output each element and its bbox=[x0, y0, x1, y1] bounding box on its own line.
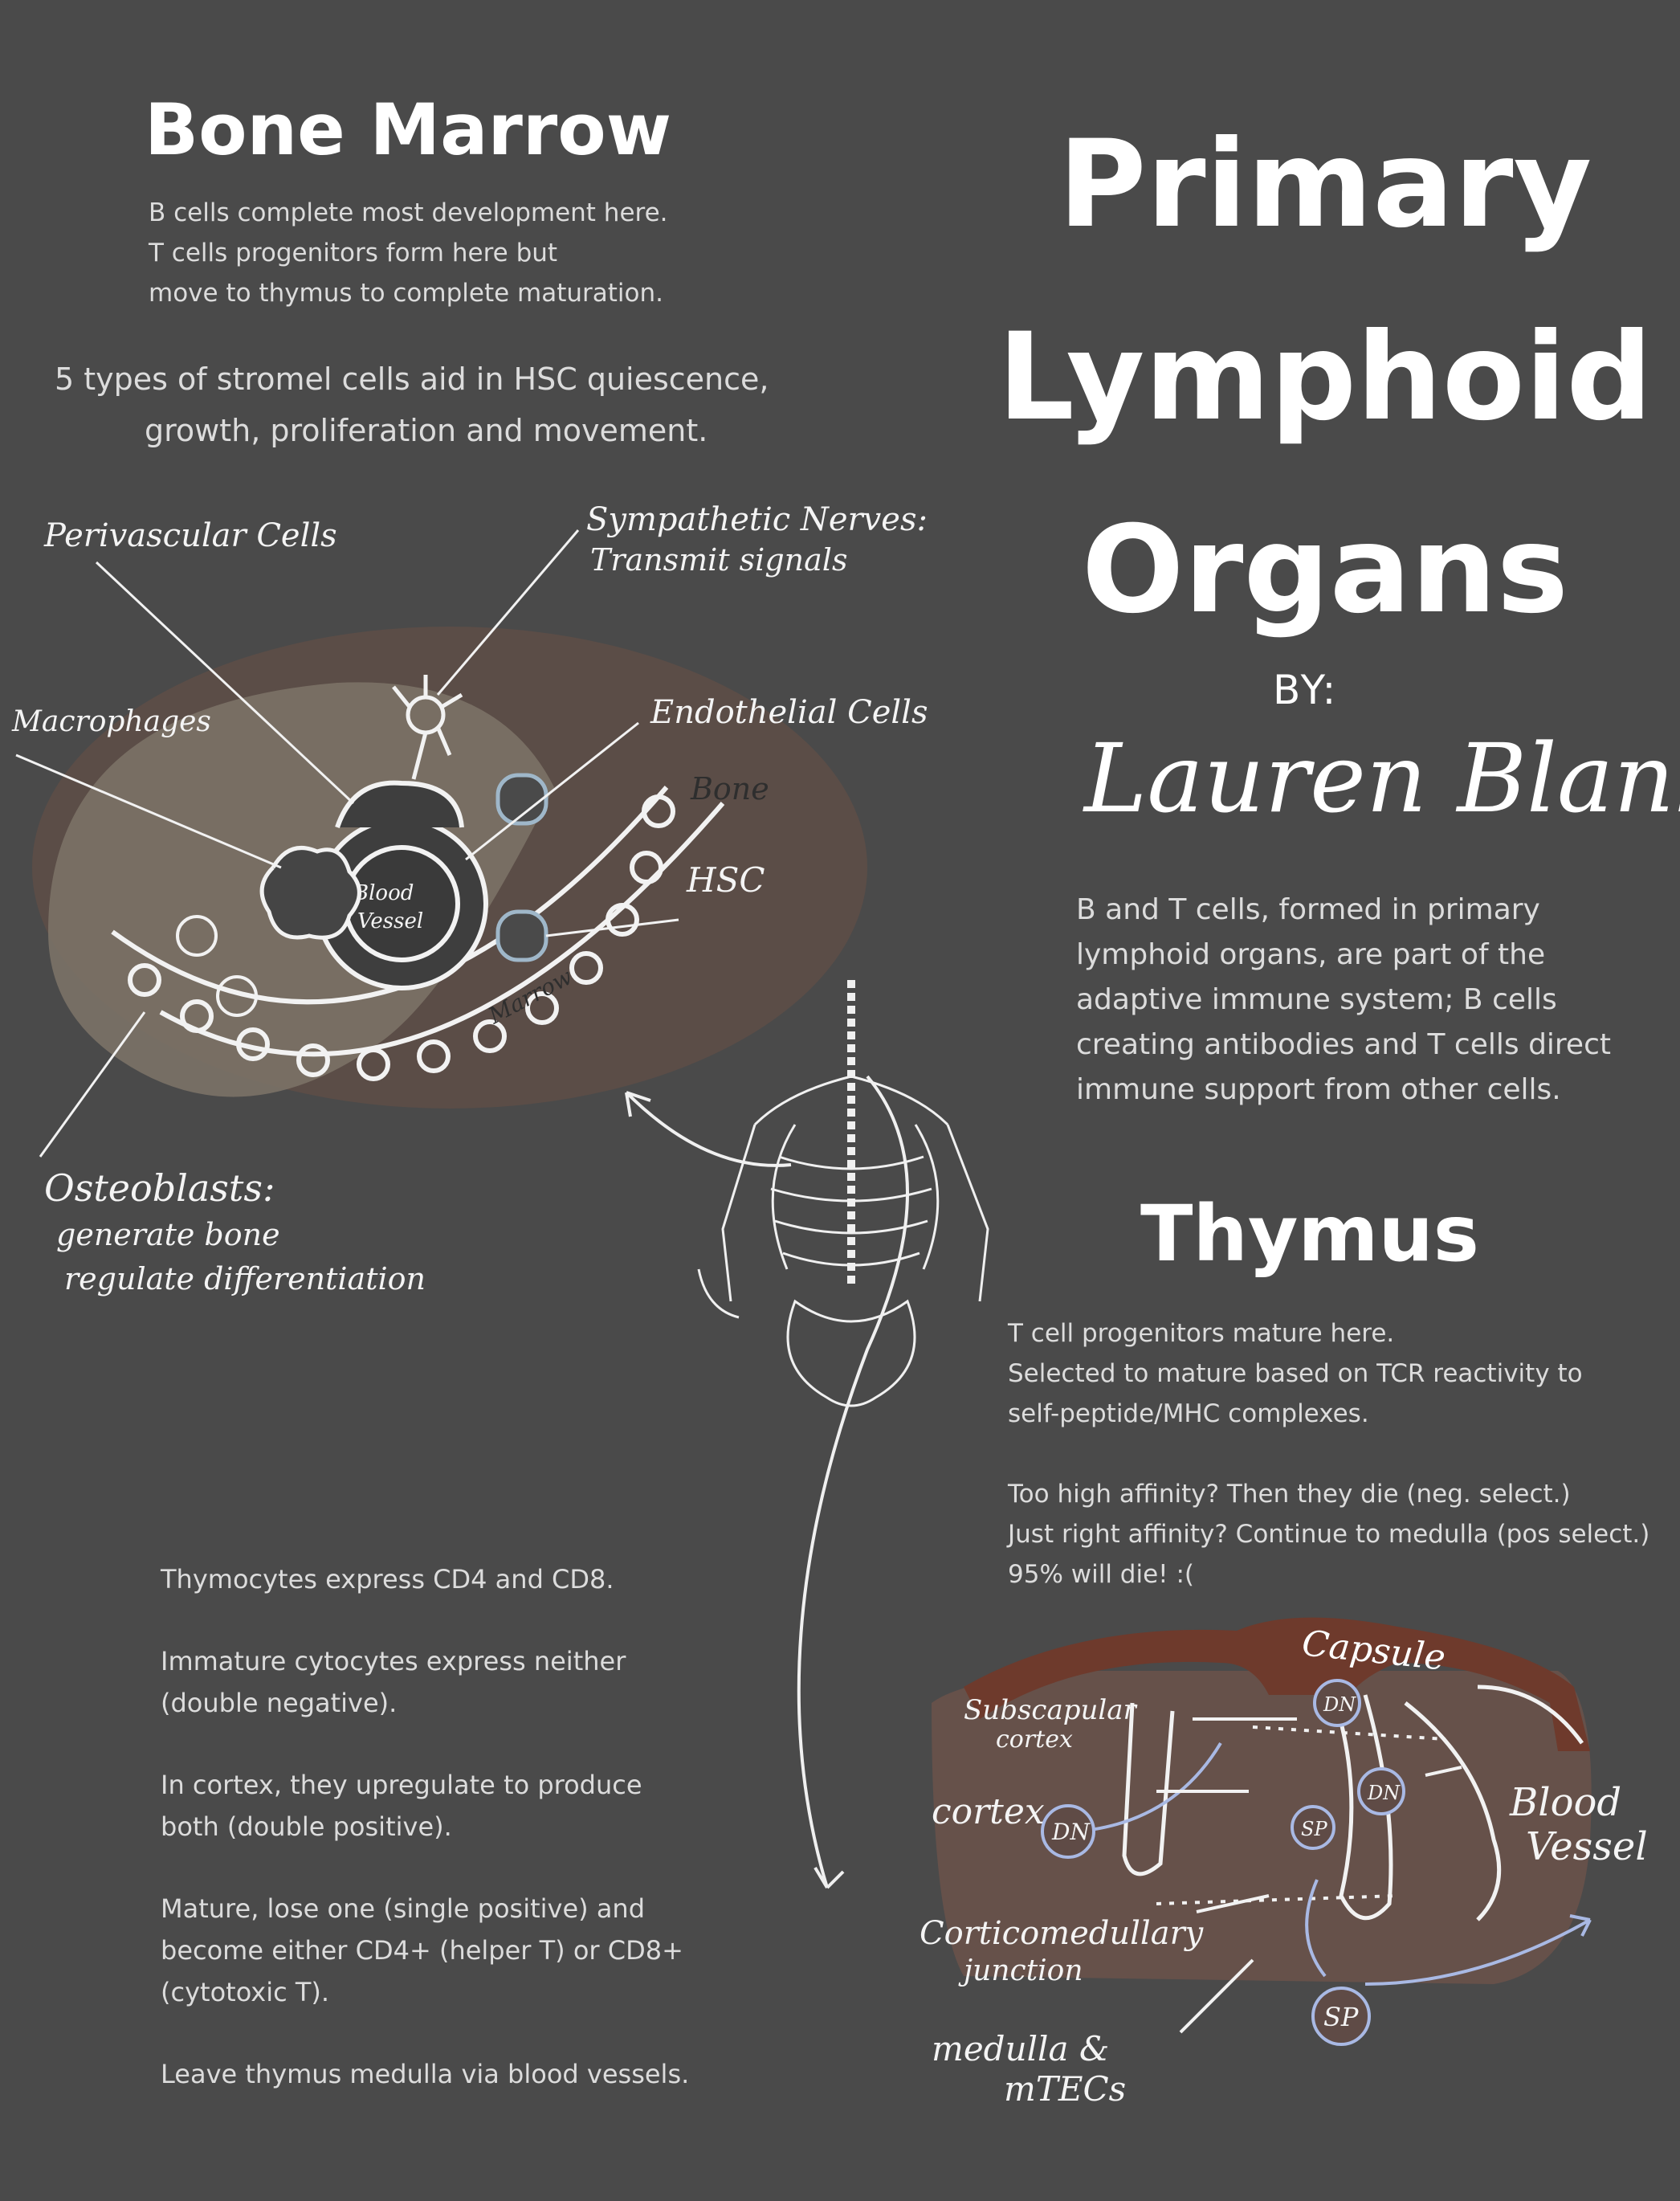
title-line-1: Primary bbox=[1058, 115, 1592, 255]
thymus-leader-lines bbox=[1156, 1717, 1462, 2034]
medulla-label-1: medulla & bbox=[932, 2029, 1109, 2068]
thymus-heading: Thymus bbox=[1140, 1189, 1479, 1279]
sympathetic-nerve bbox=[392, 675, 463, 780]
migration-arrows bbox=[1075, 1742, 1592, 1986]
note-1: Thymocytes express CD4 and CD8. bbox=[161, 1564, 614, 1595]
subscapular-label-1: Subscapular bbox=[964, 1694, 1138, 1726]
bone-marrow-heading: Bone Marrow bbox=[145, 88, 672, 171]
thymus-tissue bbox=[932, 1671, 1592, 1984]
corticomedullary-label-1: Corticomedullary bbox=[920, 1915, 1205, 1952]
title-line-3: Organs bbox=[1081, 500, 1569, 640]
dn-cell-1: DN bbox=[1323, 1693, 1356, 1716]
blood-vessel-label-2: Vessel bbox=[1526, 1824, 1648, 1869]
bm-line-1: B cells complete most development here. bbox=[149, 198, 668, 227]
perivascular-cell bbox=[335, 780, 464, 828]
hsc-label: HSC bbox=[686, 860, 765, 900]
selection-line-1: Too high affinity? Then they die (neg. s… bbox=[1008, 1480, 1571, 1509]
connector-arrow-to-marrow bbox=[625, 1091, 792, 1167]
marrow-cells bbox=[176, 915, 258, 1017]
capsule bbox=[964, 1617, 1590, 1751]
subscapular-label-2: cortex bbox=[996, 1725, 1073, 1754]
note-3: In cortex, they upregulate to produce bo… bbox=[161, 1770, 642, 1842]
thymus-description: T cell progenitors mature here. Selected… bbox=[1008, 1313, 1674, 1595]
thymus-line-1: T cell progenitors mature here. bbox=[1008, 1319, 1395, 1348]
selection-line-2: Just right affinity? Continue to medulla… bbox=[1008, 1520, 1650, 1549]
note-2: Immature cytocytes express neither (doub… bbox=[161, 1646, 626, 1718]
osteoblasts-label: Osteoblasts: bbox=[44, 1166, 275, 1210]
blood-vessel-label-2: Vessel bbox=[357, 909, 423, 933]
corticomedullary-label-2: junction bbox=[958, 1954, 1083, 1987]
dn-cell-2: DN bbox=[1367, 1782, 1401, 1804]
osteoblast-layer bbox=[111, 786, 725, 1081]
sympathetic-label: Sympathetic Nerves: bbox=[586, 501, 928, 538]
sympathetic-sublabel: Transmit signals bbox=[590, 542, 847, 578]
intro-paragraph: B and T cells, formed in primary lymphoi… bbox=[1076, 893, 1611, 1106]
junction-lines bbox=[1156, 1725, 1446, 1905]
page-title: Primary Lymphoid Organs bbox=[996, 88, 1654, 667]
by-label: BY: bbox=[1273, 667, 1339, 713]
medulla-label-2: mTECs bbox=[1004, 2069, 1126, 2109]
thymus-diagram: DN DN DN SP SP Capsule Subscapular corte… bbox=[920, 1617, 1648, 2109]
note-4: Mature, lose one (single positive) and b… bbox=[161, 1893, 683, 2007]
connector-arrow-to-thymus bbox=[797, 1075, 909, 1889]
thymocytes bbox=[1041, 1679, 1405, 2046]
dn-cell-3: DN bbox=[1051, 1819, 1091, 1845]
blood-vessel-label-1: Blood bbox=[353, 881, 414, 905]
blood-vessel-label-1: Blood bbox=[1509, 1780, 1621, 1825]
osteoblasts-sublabel-1: generate bone bbox=[56, 1217, 280, 1252]
author-signature: Lauren Blank bbox=[1084, 723, 1680, 834]
endothelial-label: Endothelial Cells bbox=[650, 694, 928, 731]
selection-line-3: 95% will die! :( bbox=[1008, 1560, 1194, 1589]
byline: BY: Lauren Blank bbox=[1068, 667, 1680, 892]
title-line-2: Lymphoid bbox=[997, 308, 1653, 447]
bone-marrow-description: B cells complete most development here. … bbox=[149, 193, 759, 313]
cortex-label: cortex bbox=[932, 1791, 1045, 1832]
thymus-line-3: self-peptide/MHC complexes. bbox=[1008, 1399, 1369, 1428]
perivascular-label: Perivascular Cells bbox=[43, 517, 337, 554]
stromal-cells-note: 5 types of stromel cells aid in HSC quie… bbox=[55, 353, 850, 456]
stromal-line-1: 5 types of stromel cells aid in HSC quie… bbox=[55, 361, 769, 397]
sp-cell-2: SP bbox=[1323, 2002, 1359, 2032]
skeleton-sketch bbox=[625, 980, 989, 1889]
macrophage bbox=[259, 846, 361, 940]
bone-label: Bone bbox=[690, 771, 769, 806]
bm-line-3: move to thymus to complete maturation. bbox=[149, 279, 664, 308]
thymus-line-2: Selected to mature based on TCR reactivi… bbox=[1008, 1359, 1583, 1388]
osteoblasts-sublabel-2: regulate differentiation bbox=[64, 1261, 426, 1297]
bm-leader-lines bbox=[15, 529, 679, 1158]
macrophages-label: Macrophages bbox=[11, 705, 211, 738]
note-5: Leave thymus medulla via blood vessels. bbox=[161, 2059, 690, 2089]
bm-line-2: T cells progenitors form here but bbox=[149, 239, 558, 267]
bone-marrow-diagram: Blood Vessel Perivascular Cells Sympathe… bbox=[11, 501, 928, 1297]
thymocyte-notes: Thymocytes express CD4 and CD8. Immature… bbox=[161, 1558, 691, 2135]
stromal-line-2: growth, proliferation and movement. bbox=[145, 413, 708, 448]
sp-cell-1: SP bbox=[1301, 1818, 1327, 1840]
